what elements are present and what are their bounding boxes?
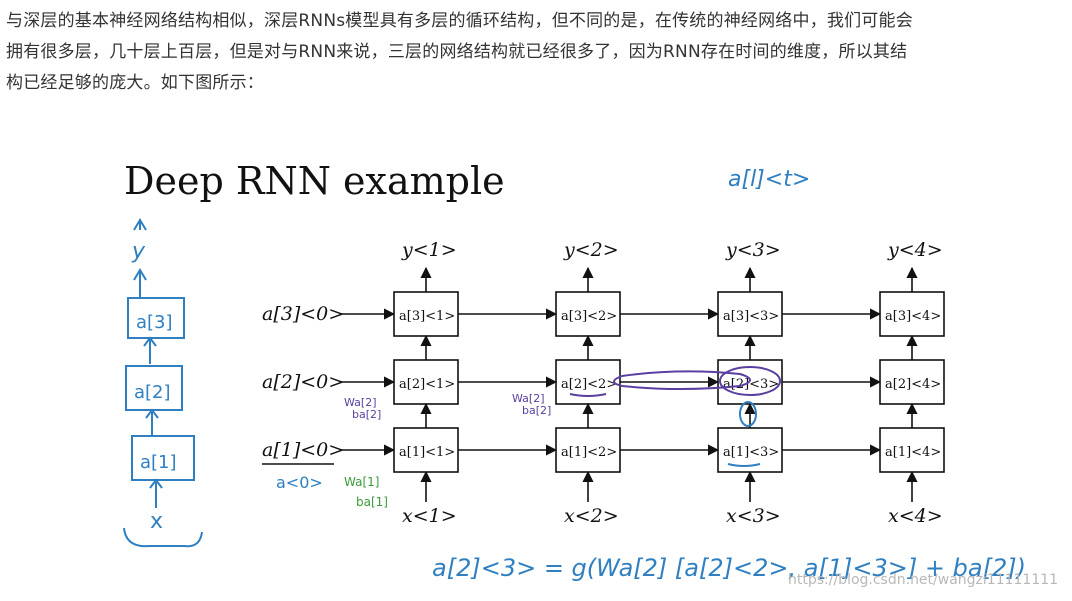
purple-bias-note-2: ba[2]: [522, 404, 551, 417]
stack-a3-label: a[3]: [136, 312, 173, 333]
cell-label-l3-t2: a[3]<2>: [561, 309, 617, 324]
handwritten-equation: a[2]<3> = g(Wa[2] [a[2]<2>, a[1]<3>] + b…: [432, 554, 1026, 582]
a2-initial-label: a[2]<0>: [262, 371, 344, 393]
stack-a2-label: a[2]: [134, 382, 171, 403]
rnn-grid: y<1> x<1> a[1]<1> a[2]<1> a[3]<1> y<2> x<2> a[1…: [340, 239, 945, 527]
highlight-recurrent-link: [613, 370, 751, 390]
underline-a2-2: [569, 393, 607, 397]
left-layer-stack: y a[3] a[2] a[1] x: [123, 218, 203, 548]
output-label-1: y<1>: [401, 239, 457, 261]
article-paragraph: 与深层的基本神经网络结构相似，深层RNNs模型具有多层的循环结构，但不同的是，在…: [6, 6, 1066, 99]
cell-label-l1-t3: a[1]<3>: [723, 445, 779, 460]
stack-x-label: x: [150, 509, 163, 534]
figure-title: Deep RNN example: [124, 159, 505, 203]
cell-label-l2-t4: a[2]<4>: [885, 377, 941, 392]
cell-l1-t1: [393, 427, 459, 473]
input-label-4: x<4>: [888, 505, 943, 527]
stack-box-layer3: [127, 297, 185, 339]
stack-a1-label: a[1]: [140, 452, 177, 473]
green-bias-note: ba[1]: [356, 495, 388, 509]
cell-label-l3-t4: a[3]<4>: [885, 309, 941, 324]
a1-initial-label: a[1]<0>: [262, 439, 344, 461]
stack-box-layer2: [125, 365, 183, 411]
watermark: https://blog.csdn.net/wangzi11111111: [788, 572, 1058, 588]
article-line-2: 拥有很多层，几十层上百层，但是对与RNN来说，三层的网络结构就已经很多了，因为R…: [6, 42, 908, 62]
deep-rnn-diagram: Deep RNN example a[l]<t> y a[3] a[2] a[1…: [123, 159, 1058, 588]
purple-weight-note: Wa[2]: [344, 396, 377, 409]
purple-bias-note: ba[2]: [352, 408, 381, 421]
article-line-3: 构已经足够的庞大。如下图所示：: [6, 73, 264, 93]
cell-label-l1-t2: a[1]<2>: [561, 445, 617, 460]
input-label-2: x<2>: [564, 505, 619, 527]
cell-label-l1-t4: a[1]<4>: [885, 445, 941, 460]
underline-a1-3: [727, 463, 761, 467]
cell-l3-t4: [879, 291, 945, 337]
highlight-target-cell: [719, 366, 781, 396]
input-label-1: x<1>: [402, 505, 457, 527]
cell-label-l2-t3: a[2]<3>: [723, 377, 779, 392]
notation-annotation: a[l]<t>: [728, 167, 810, 192]
stack-box-layer1: [131, 435, 195, 481]
a0-handwritten-note: a<0>: [276, 473, 323, 492]
a3-initial-label: a[3]<0>: [262, 303, 344, 325]
cell-l2-t4: [879, 359, 945, 405]
article-line-1: 与深层的基本神经网络结构相似，深层RNNs模型具有多层的循环结构，但不同的是，在…: [6, 11, 913, 31]
output-label-3: y<3>: [725, 239, 781, 261]
green-weight-note: Wa[1]: [344, 475, 379, 489]
deep-rnn-figure: Deep RNN example a[l]<t> y a[3] a[2] a[1…: [0, 130, 1072, 601]
output-label-4: y<4>: [887, 239, 943, 261]
highlight-vertical-link: [739, 401, 757, 427]
cell-label-l2-t1: a[2]<1>: [399, 377, 455, 392]
output-label-2: y<2>: [563, 239, 619, 261]
cell-label-l1-t1: a[1]<1>: [399, 445, 455, 460]
cell-label-l3-t1: a[3]<1>: [399, 309, 455, 324]
purple-weight-note-2: Wa[2]: [512, 392, 545, 405]
cell-label-l3-t3: a[3]<3>: [723, 309, 779, 324]
input-label-3: x<3>: [726, 505, 781, 527]
cell-label-l2-t2: a[2]<2>: [561, 377, 617, 392]
stack-y-label: y: [131, 239, 146, 264]
